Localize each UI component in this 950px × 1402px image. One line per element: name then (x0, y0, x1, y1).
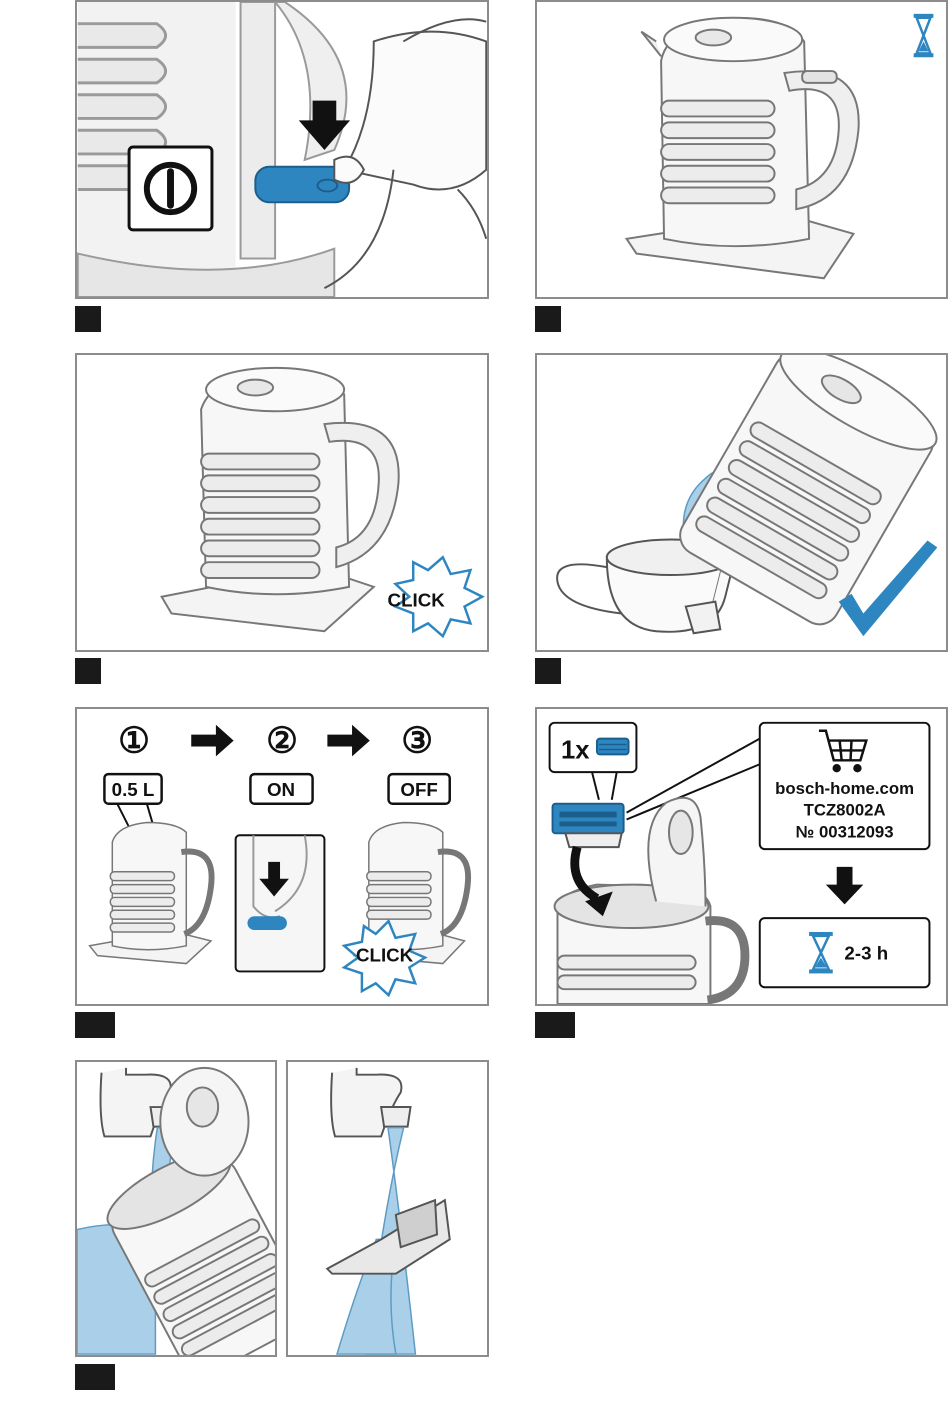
step-badge (535, 658, 561, 684)
part-number-text: № 00312093 (796, 822, 894, 841)
arrow-right-icon (327, 725, 369, 757)
power-switch-illustration (77, 2, 487, 297)
step-number-1: ① (118, 720, 150, 760)
quantity-label: 1x (561, 736, 590, 764)
step-badge (535, 1012, 575, 1038)
arrow-down-icon (826, 867, 863, 904)
arrow-right-icon (191, 725, 233, 757)
product-code-text: TCZ8002A (804, 801, 886, 820)
step-number-2: ② (266, 720, 298, 760)
off-tag: OFF (400, 779, 437, 800)
step-badge (535, 306, 561, 332)
panel-rinse-filter (286, 1060, 489, 1357)
rinse-filter-illustration (288, 1062, 487, 1355)
panel-pouring (535, 353, 948, 652)
panel-rinse-kettle (75, 1060, 277, 1357)
rinse-kettle-illustration (77, 1062, 275, 1355)
step-badge (75, 306, 101, 332)
hourglass-icon (914, 14, 934, 57)
panel-power-switch (75, 0, 489, 299)
on-tag: ON (267, 779, 295, 800)
fill-on-off-illustration: ① ② ③ 0.5 L ON OFF CLICK (77, 709, 487, 1004)
website-text: bosch-home.com (775, 779, 914, 798)
duration-text: 2-3 h (844, 943, 888, 964)
click-label: CLICK (356, 945, 414, 966)
kettle-heating-illustration (537, 2, 946, 297)
panel-kettle-heating (535, 0, 948, 299)
panel-kettle-click: CLICK (75, 353, 489, 652)
volume-tag: 0.5 L (112, 779, 155, 800)
panel-descaling: 1x bosch-home.com TCZ8002A № 00312093 (535, 707, 948, 1006)
pouring-illustration (537, 355, 946, 650)
click-label: CLICK (388, 590, 446, 611)
step-badge (75, 1012, 115, 1038)
kettle-click-illustration: CLICK (77, 355, 487, 650)
descaling-illustration: 1x bosch-home.com TCZ8002A № 00312093 (537, 709, 946, 1004)
panel-fill-on-off: ① ② ③ 0.5 L ON OFF CLICK (75, 707, 489, 1006)
step-badge (75, 658, 101, 684)
step-badge (75, 1364, 115, 1390)
step-number-3: ③ (401, 720, 433, 760)
